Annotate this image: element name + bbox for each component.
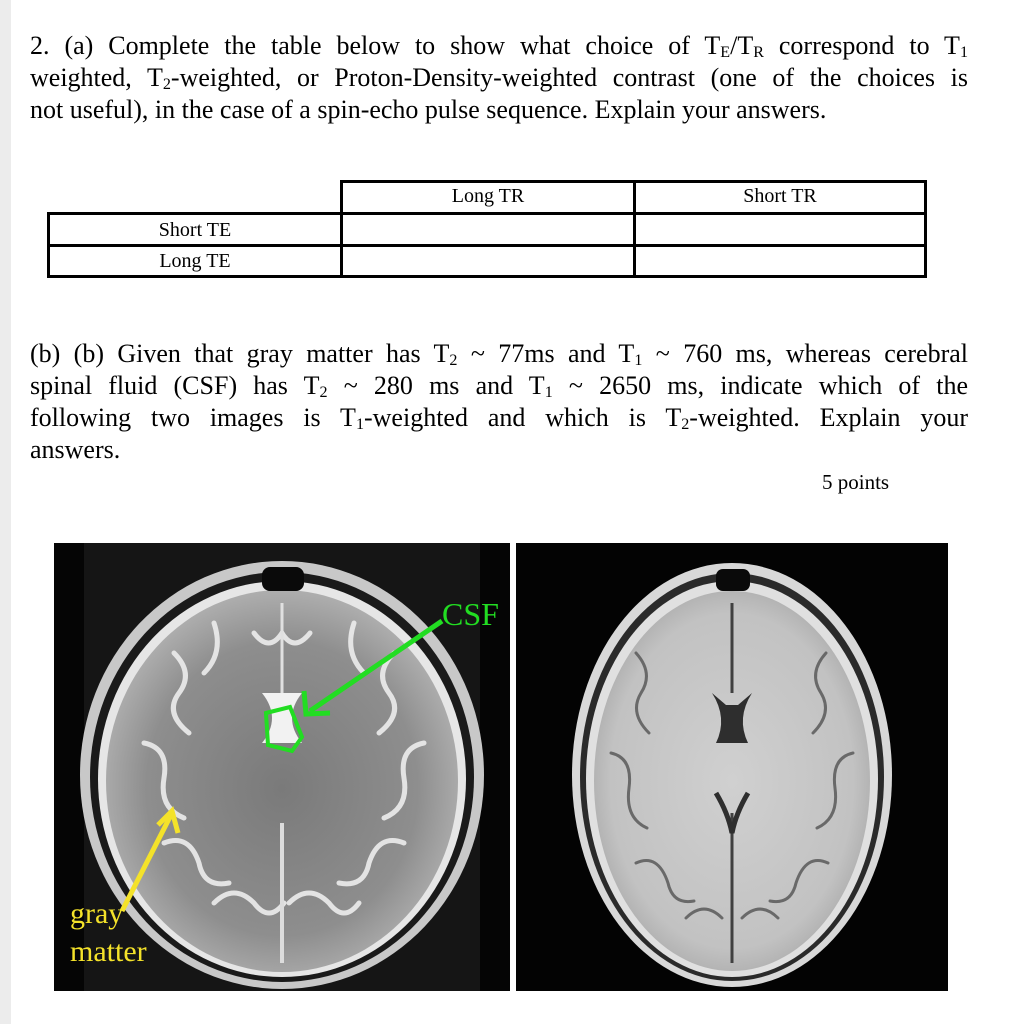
q-a-l1-pre: 2. (a) Complete the table below to show … xyxy=(30,31,721,60)
question-b-line-4: answers. xyxy=(30,435,121,464)
page-edge xyxy=(0,0,11,1024)
q-a-sub-e: E xyxy=(720,43,731,61)
q-b-l1-a: (b) (b) Given that gray matter has T xyxy=(30,339,450,368)
question-a-text: 2. (a) Complete the table below to show … xyxy=(30,30,968,126)
mri-left-drawing xyxy=(54,543,510,991)
question-a-line-1: 2. (a) Complete the table below to show … xyxy=(30,30,968,62)
q-b-l2-sub-a: 2 xyxy=(319,383,328,401)
table-row-long-te-header: Long TE xyxy=(47,244,343,278)
q-b-l1-sub-a: 2 xyxy=(449,351,458,369)
mri-image-left xyxy=(54,543,510,991)
gray-matter-label-line-2: matter xyxy=(70,935,147,968)
q-a-l2-pre: weighted, T xyxy=(30,63,163,92)
q-a-l2-sub: 2 xyxy=(162,75,171,93)
points-label: 5 points xyxy=(822,470,890,494)
gray-matter-label-line-1: gray xyxy=(70,897,124,930)
col-header-long-tr: Long TR xyxy=(451,185,525,207)
q-b-l3-c: -weighted. Explain your xyxy=(689,403,968,432)
q-b-l3-sub-a: 1 xyxy=(355,415,364,433)
table-cell-long-te-long-tr[interactable] xyxy=(340,244,636,278)
q-b-l2-b: ~ 280 ms and T xyxy=(327,371,545,400)
q-a-sub-1: 1 xyxy=(959,43,968,61)
table-header-long-tr: Long TR xyxy=(340,180,636,215)
table-cell-short-te-long-tr[interactable] xyxy=(340,212,636,247)
q-b-l2-a: spinal fluid (CSF) has T xyxy=(30,371,320,400)
table-row-short-te-header: Short TE xyxy=(47,212,343,247)
q-b-l1-c: ~ 760 ms, whereas cerebral xyxy=(642,339,969,368)
question-a-line-2: weighted, T2-weighted, or Proton-Density… xyxy=(30,62,968,94)
csf-label: CSF xyxy=(442,596,499,632)
question-b-line-1: (b) (b) Given that gray matter has T2 ~ … xyxy=(30,338,968,370)
q-a-sub-r: R xyxy=(753,43,764,61)
q-b-l2-c: ~ 2650 ms, indicate which of the xyxy=(552,371,968,400)
q-b-l1-sub-b: 1 xyxy=(634,351,643,369)
row-header-long-te: Long TE xyxy=(159,250,231,272)
table-cell-short-te-short-tr[interactable] xyxy=(633,212,927,247)
question-b-line-2: spinal fluid (CSF) has T2 ~ 280 ms and T… xyxy=(30,370,968,402)
gray-matter-label: gray matter xyxy=(70,895,147,971)
table-cell-long-te-short-tr[interactable] xyxy=(633,244,927,278)
table-header-short-tr: Short TR xyxy=(633,180,927,215)
q-b-l1-b: ~ 77ms and T xyxy=(457,339,635,368)
q-a-slash: /T xyxy=(730,31,754,60)
q-a-l1-post: correspond to T xyxy=(763,31,960,60)
col-header-short-tr: Short TR xyxy=(743,185,817,207)
q-b-l3-a: following two images is T xyxy=(30,403,356,432)
q-a-l2-post: -weighted, or Proton-Density-weighted co… xyxy=(170,63,969,92)
question-b-text: (b) (b) Given that gray matter has T2 ~ … xyxy=(30,338,968,466)
q-b-l3-b: -weighted and which is T xyxy=(364,403,682,432)
question-a-line-3: not useful), in the case of a spin-echo … xyxy=(30,95,827,124)
mri-image-right xyxy=(516,543,948,991)
mri-right-drawing xyxy=(516,543,948,991)
row-header-short-te: Short TE xyxy=(158,219,232,241)
q-b-l3-sub-b: 2 xyxy=(681,415,690,433)
question-b-line-3: following two images is T1-weighted and … xyxy=(30,402,968,434)
q-b-l2-sub-b: 1 xyxy=(544,383,553,401)
